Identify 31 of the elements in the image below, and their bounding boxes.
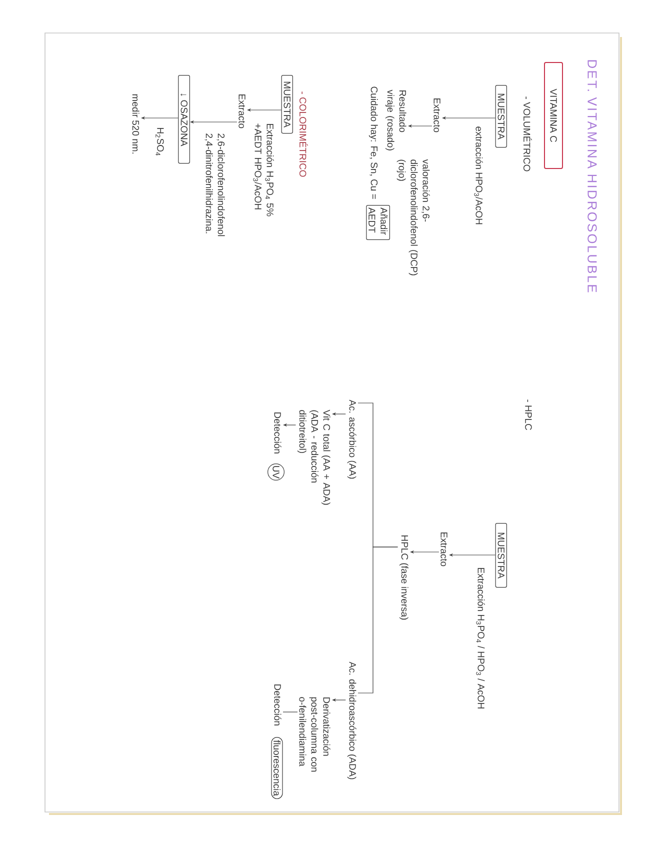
step-text: Resultado viraje (rosado) [385, 90, 406, 150]
text-box: ↓ OSAZONA [178, 75, 190, 164]
step-text: Ac. ascórbico (AA) [347, 400, 356, 479]
text-box: MUESTRA [495, 85, 507, 148]
step-text: medir 520 nm. [132, 94, 140, 154]
edge-label: Extracción H$_{3}$PO$_{4}$ / HPO$_{3}$ / AcOH [476, 568, 485, 708]
edge-label: valoración 2,6-diclorofenolindofenol (DCP) (rojo) [396, 159, 430, 276]
section-heading: - HPLC [525, 400, 532, 430]
edge-label: 2,6-diclorofenolindofenol 2,4-dinitrofenilhidrazina. [204, 134, 225, 236]
text-box: Añadir AEDT [366, 205, 390, 240]
step-text: Extracto [238, 94, 246, 128]
title-box: VITAMINA C [544, 62, 563, 169]
edge-label: H$_{2}$SO$_{4}$ [156, 128, 164, 156]
edge-label: extracción HPO$_{3}$/AcOH [474, 126, 483, 224]
note-text: Cuidado hay: Fe, Sn, Cu = [368, 86, 378, 199]
text-box: MUESTRA [495, 523, 507, 588]
connector-line [358, 546, 398, 694]
step-text: Extracto [440, 532, 448, 566]
step-text: Vit C total (AA + ADA) (ADA - reducción ditiotreitol) [297, 410, 330, 505]
text-box: MUESTRA [281, 75, 293, 134]
step-text: Derivatización post-columna con o-fenilendiamina [299, 697, 330, 772]
page-title: DET. VITAMINA HIDROSOLUBLE [588, 60, 597, 292]
step-text: Extracto [434, 98, 440, 132]
section-heading: - COLORIMÉTRICO [299, 92, 308, 177]
step-text: Detección [274, 684, 282, 726]
circled-word: fluorescencia [271, 736, 283, 800]
step-text: Ac. dehidroascórbico (ADA) [347, 662, 356, 780]
step-text: Detección [274, 412, 282, 454]
circled-word: UV [268, 464, 284, 480]
step-text: HPLC (fase inversa) [399, 536, 408, 620]
section-heading: - VOLUMÉTRICO [523, 96, 532, 172]
